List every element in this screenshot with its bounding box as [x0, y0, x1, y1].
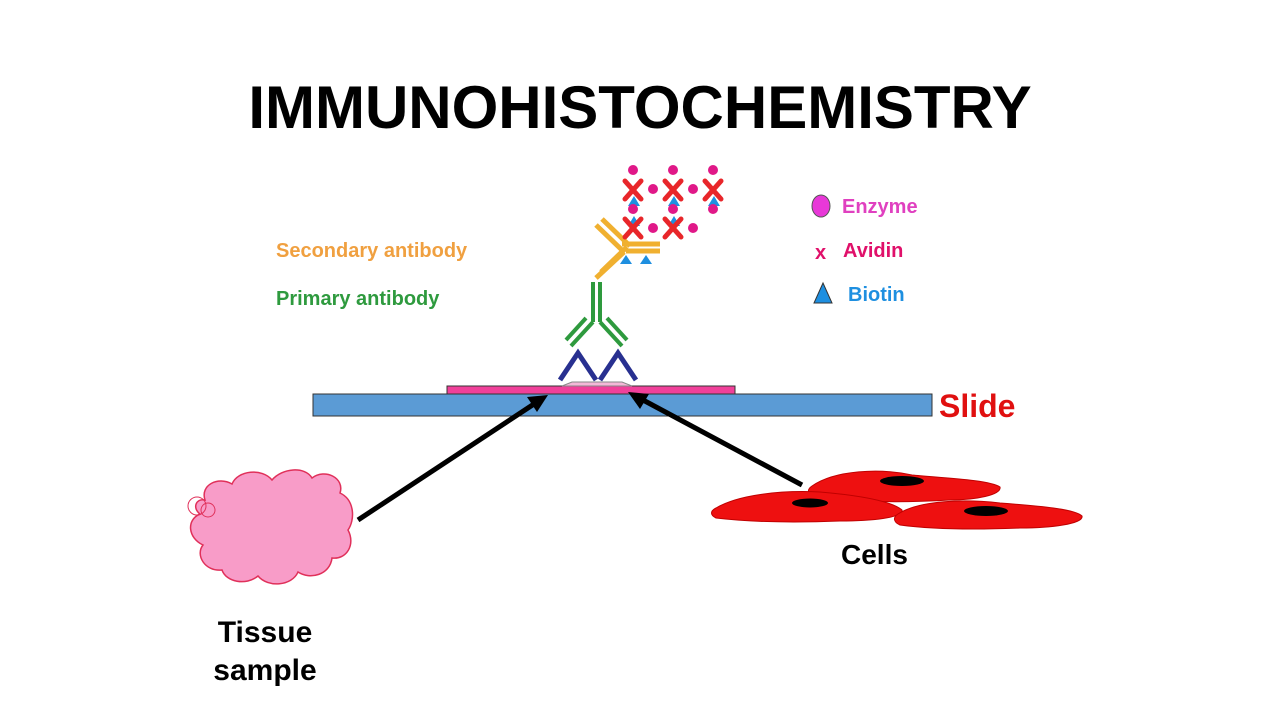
enzyme-dots — [628, 165, 718, 233]
biotin-icon — [620, 255, 632, 264]
enzyme-icon — [811, 194, 831, 218]
abc-complex — [620, 165, 724, 264]
antigen-left — [557, 348, 599, 382]
section-on-slide — [446, 385, 736, 395]
tissue-sample-icon — [187, 469, 354, 585]
enzyme-legend-label: Enzyme — [842, 196, 918, 218]
secondary-antibody — [594, 217, 660, 280]
antigen-bump — [561, 381, 633, 387]
biotin-icon — [708, 196, 720, 206]
biotin-legend-icon — [813, 281, 833, 304]
avidin-legend-icon: x — [815, 242, 827, 264]
antigen-right — [597, 348, 639, 382]
arrow-tissue-to-slide — [356, 395, 548, 523]
arrow-cells-to-slide — [628, 392, 804, 488]
tissue-sample-label: Tissue sample — [213, 616, 317, 687]
biotin-legend-label: Biotin — [848, 284, 905, 306]
cells-label: Cells — [841, 539, 908, 570]
page-title: IMMUNOHISTOCHEMISTRY — [248, 74, 1032, 141]
slide-label: Slide — [939, 388, 1016, 424]
slide — [312, 393, 933, 417]
cells-icon — [711, 470, 1083, 530]
biotin-icon — [628, 196, 640, 206]
biotin-icon — [668, 196, 680, 206]
avidin-crosses — [622, 178, 724, 240]
secondary-antibody-label: Secondary antibody — [276, 240, 468, 262]
primary-antibody-label: Primary antibody — [276, 288, 440, 310]
primary-antibody — [564, 282, 629, 348]
biotin-icon — [640, 255, 652, 264]
avidin-legend-label: Avidin — [843, 240, 904, 262]
